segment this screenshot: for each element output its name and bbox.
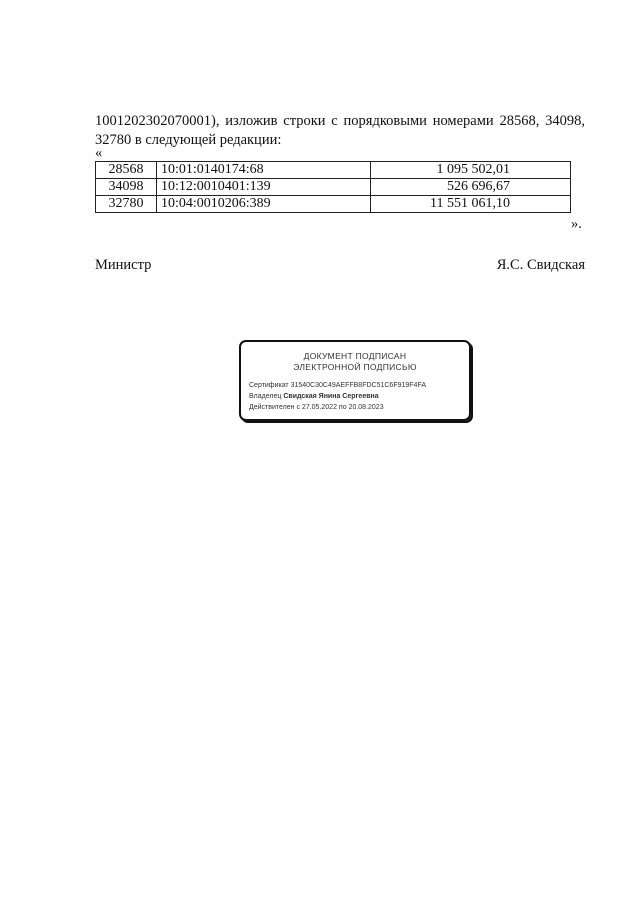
- cadastral-number: 10:01:0140174:68: [156, 161, 371, 179]
- amendment-table: 28568 10:01:0140174:68 1 095 502,01 3409…: [95, 161, 571, 213]
- stamp-title-line1: ДОКУМЕНТ ПОДПИСАН: [303, 351, 407, 361]
- cadastral-value: 11 551 061,10: [370, 195, 571, 213]
- table-row: 32780 10:04:0010206:389 11 551 061,10: [95, 195, 571, 213]
- closing-quote: ».: [571, 216, 582, 232]
- valid-from-label: с: [296, 404, 300, 411]
- certificate-value: 31540C30C49AEFFB8FDC51C6F919F4FA: [290, 382, 426, 389]
- cadastral-number: 10:12:0010401:139: [156, 178, 371, 196]
- certificate-label: Сертификат: [249, 382, 289, 389]
- electronic-signature-stamp: ДОКУМЕНТ ПОДПИСАН ЭЛЕКТРОННОЙ ПОДПИСЬЮ С…: [239, 340, 471, 421]
- stamp-certificate: Сертификат 31540C30C49AEFFB8FDC51C6F919F…: [249, 382, 426, 389]
- table-row: 28568 10:01:0140174:68 1 095 502,01: [95, 161, 571, 179]
- intro-paragraph: 1001202302070001), изложив строки с поря…: [95, 113, 585, 148]
- owner-label: Владелец: [249, 393, 282, 400]
- valid-label: Действителен: [249, 404, 295, 411]
- signatory-position: Министр: [95, 257, 152, 273]
- cadastral-value: 526 696,67: [370, 178, 571, 196]
- cadastral-number: 10:04:0010206:389: [156, 195, 371, 213]
- table-row: 34098 10:12:0010401:139 526 696,67: [95, 178, 571, 196]
- stamp-title-line2: ЭЛЕКТРОННОЙ ПОДПИСЬЮ: [293, 362, 417, 372]
- stamp-validity: Действителен с 27.05.2022 по 20.08.2023: [249, 404, 384, 411]
- row-number: 28568: [95, 161, 157, 179]
- valid-to: 20.08.2023: [348, 404, 384, 411]
- cadastral-value: 1 095 502,01: [370, 161, 571, 179]
- opening-quote: «: [95, 145, 103, 161]
- owner-value: Свидская Янина Сергеевна: [283, 393, 379, 400]
- valid-from: 27.05.2022: [301, 404, 337, 411]
- row-number: 32780: [95, 195, 157, 213]
- signatory-name: Я.С. Свидская: [496, 257, 585, 273]
- valid-to-label: по: [338, 404, 347, 411]
- row-number: 34098: [95, 178, 157, 196]
- stamp-owner: Владелец Свидская Янина Сергеевна: [249, 393, 379, 400]
